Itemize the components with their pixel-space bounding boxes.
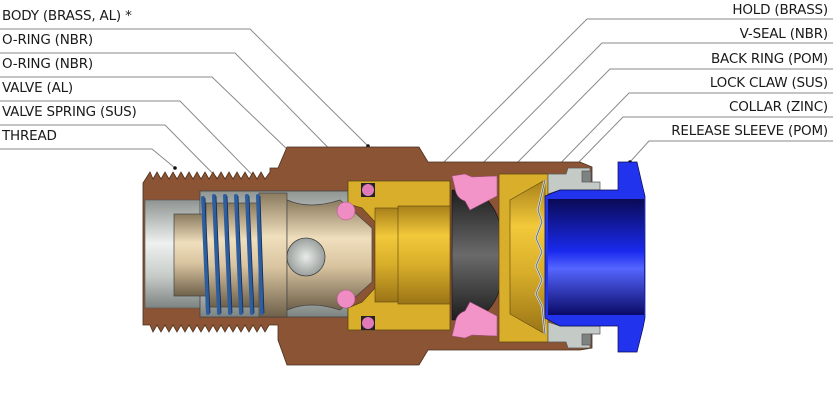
o-ring-inner-part — [336, 201, 356, 309]
hold-part — [347, 180, 451, 331]
label-valve-spring: VALVE SPRING (SUS) — [2, 104, 137, 120]
leader-o-ring-outer — [0, 52, 366, 186]
label-back-ring: BACK RING (POM) — [711, 51, 828, 67]
leader-lines-right — [424, 18, 833, 182]
label-o-ring-outer: O-RING (NBR) — [2, 32, 93, 48]
collar-part — [547, 167, 601, 349]
leader-v-seal — [469, 42, 833, 177]
label-body: BODY (BRASS, AL) * — [2, 8, 132, 24]
o-ring-outer-part — [361, 183, 375, 330]
leader-lock-claw — [544, 92, 833, 180]
leader-valve-spring — [0, 124, 233, 194]
label-v-seal: V-SEAL (NBR) — [739, 26, 829, 42]
label-release-sleeve: RELEASE SLEEVE (POM) — [671, 123, 828, 139]
leader-thread — [0, 148, 176, 169]
valve-port-hole — [286, 237, 326, 277]
release-sleeve-part — [544, 161, 646, 353]
label-o-ring-inner: O-RING (NBR) — [2, 56, 93, 72]
leader-valve — [0, 100, 271, 194]
valve-part — [173, 192, 373, 318]
label-thread: THREAD — [2, 128, 57, 144]
leader-collar — [574, 116, 833, 167]
leader-back-ring — [505, 68, 833, 175]
leader-release-sleeve — [629, 140, 833, 163]
leader-hold — [424, 18, 833, 182]
leader-body — [0, 28, 369, 147]
label-valve: VALVE (AL) — [2, 80, 73, 96]
label-hold: HOLD (BRASS) — [732, 2, 828, 18]
valve-spring-part — [201, 194, 264, 315]
back-ring-part — [451, 173, 498, 339]
label-lock-claw: LOCK CLAW (SUS) — [709, 75, 828, 91]
v-seal-part — [451, 189, 501, 321]
label-collar: COLLAR (ZINC) — [729, 99, 828, 115]
